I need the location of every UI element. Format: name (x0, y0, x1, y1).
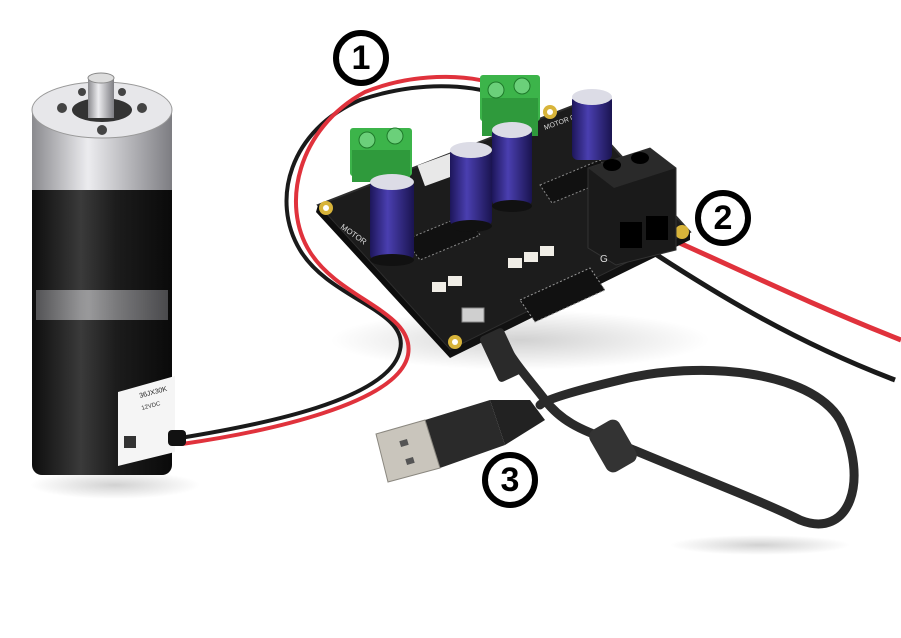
callout-1: 1 (333, 30, 389, 86)
ferrite-bead (589, 419, 637, 473)
mini-usb-port (461, 307, 485, 323)
power-wires (638, 227, 901, 383)
usb-a-plug (375, 400, 545, 483)
power-terminal: G (587, 147, 677, 266)
motor-wires (179, 74, 506, 446)
cable-shadow (670, 535, 850, 555)
motor-shadow (30, 471, 200, 499)
callout-3: 3 (482, 452, 538, 508)
motor-label-line2: 12VDC (141, 401, 162, 412)
callout-3-number: 3 (500, 461, 520, 499)
mount-hole (675, 225, 689, 239)
motor-shaft (88, 78, 114, 118)
callout-2: 2 (695, 190, 751, 246)
callout-1-number: 1 (351, 39, 371, 77)
capacitors (370, 89, 612, 266)
usb-cable (375, 328, 859, 529)
motor-terminal-a (350, 127, 412, 182)
gear-motor: 36JX30K 12VDC (31, 72, 186, 475)
motor-terminal-b (480, 75, 540, 136)
board-label-ground: G (600, 254, 608, 265)
callout-2-number: 2 (713, 199, 733, 237)
